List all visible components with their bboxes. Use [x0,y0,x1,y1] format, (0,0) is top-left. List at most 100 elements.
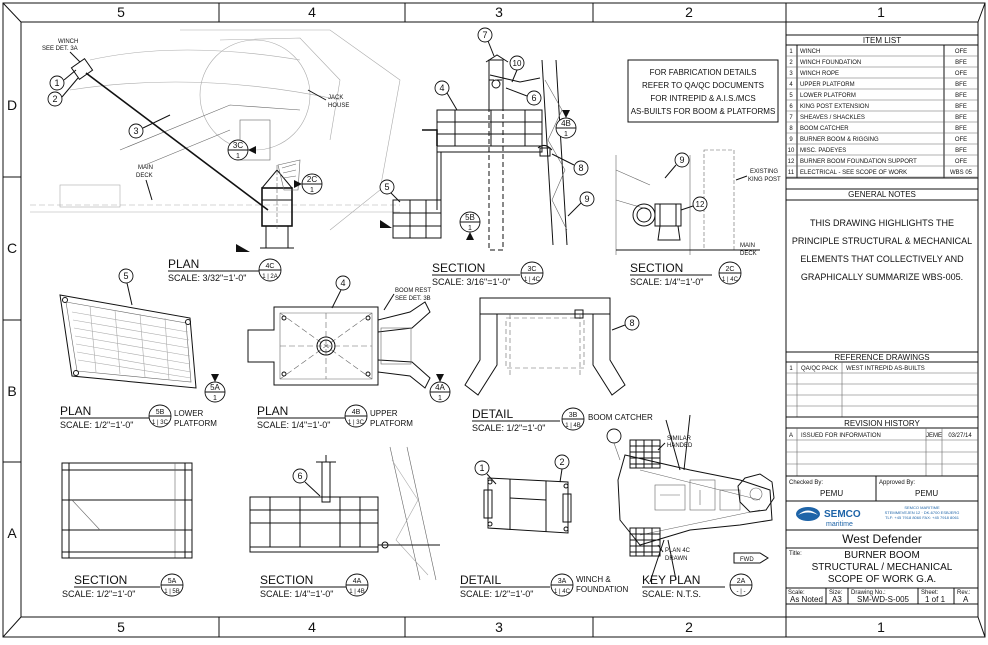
item-row-desc: WINCH FOUNDATION [800,60,861,66]
drawing-title-line: SCOPE OF WORK G.A. [828,574,936,585]
view-title-5b: PLAN SCALE: 1/2"=1'-0" 5B 1 | 3C LOWER P… [60,404,217,430]
item-row-code: BFE [955,126,967,132]
revision-row-rev: A [789,433,793,439]
view-5b-plan: 5 [59,268,197,389]
balloon-2-3a: 2 [559,457,564,467]
section-mark-5b-id: 5B [465,213,475,222]
balloon-9-2c: 9 [679,155,684,165]
company-name: SEMCO [824,509,861,520]
item-row-code: OFE [955,71,967,77]
view-3b-name-1: BOOM CATCHER [588,413,653,422]
balloon-6: 6 [531,93,536,103]
grid-col-bottom: 1 [877,619,885,635]
view-4b-title: PLAN [257,404,288,418]
view-5b-title: PLAN [60,404,91,418]
callout-deck-2c: DECK [740,251,757,257]
company-address-1: SEMCO MARITIME [904,505,940,510]
view-4b-plan [247,301,431,389]
view-3a-ref: 1 | 4C [554,589,571,595]
view-title-4c: PLAN SCALE: 3/32"=1'-0" 4C 1 | 2A [168,257,282,283]
general-notes-title: GENERAL NOTES [848,190,916,199]
rev-label: Rev.: [957,590,971,596]
grid-col-top: 5 [117,4,125,20]
general-notes-line: THIS DRAWING HIGHLIGHTS THE [810,218,954,228]
callout-existing: EXISTING [750,169,778,175]
scale-label: Scale: [788,590,805,596]
sheet-value: 1 of 1 [925,595,946,604]
section-mark-4a-id: 4A [435,383,445,392]
item-row-no: 6 [789,104,793,110]
item-row-code: OFE [955,137,967,143]
item-row-desc: KING POST EXTENSION [800,104,869,110]
section-mark-4b-id: 4B [561,119,571,128]
view-3a-detail: 1 2 [474,454,572,534]
fabrication-note: FOR FABRICATION DETAILS REFER TO QA/QC D… [627,59,779,123]
view-4a-section: 6 [249,446,440,581]
view-2c-ref: 1 | 4C [722,277,739,283]
view-title-2a: KEY PLAN SCALE: N.T.S. 2A - | - [642,573,753,599]
view-2a-scale: SCALE: N.T.S. [642,589,701,599]
callout-fwd: FWD [740,557,754,563]
item-row-desc: BURNER BOOM & RIGGING [800,137,879,143]
grid-col-bottom: 4 [308,619,316,635]
revision-history-title: REVISION HISTORY [844,419,920,428]
section-mark-2c-n: 1 [310,187,314,194]
drawing-no-value: SM-WD-S-005 [857,595,910,604]
view-3a-scale: SCALE: 1/2"=1'-0" [460,589,533,599]
view-3a-name-2: FOUNDATION [576,585,629,594]
item-row-no: 8 [789,126,793,132]
view-3b-scale: SCALE: 1/2"=1'-0" [472,423,545,433]
view-4b-scale: SCALE: 1/4"=1'-0" [257,420,330,430]
view-title-3c: SECTION SCALE: 3/16"=1'-0" 3C 1 | 4C [432,261,544,287]
item-row-no: 10 [788,148,795,154]
view-4b-name-2: PLATFORM [370,419,413,428]
view-5a-title: SECTION [74,573,127,587]
approved-by-label: Approved By: [879,480,915,486]
drawing-title-line: BURNER BOOM [844,550,920,561]
view-4c-scale: SCALE: 3/32"=1'-0" [168,273,246,283]
view-title-4b: PLAN SCALE: 1/4"=1'-0" 4B 1 | 3C UPPER P… [257,404,413,430]
grid-row-label: D [7,97,17,113]
item-row-desc: BURNER BOOM FOUNDATION SUPPORT [800,159,917,165]
item-row-code: OFE [955,159,967,165]
section-mark-5a-n: 1 [213,395,217,402]
revision-history-table: REVISION HISTORY A ISSUED FOR INFORMATIO… [786,416,978,476]
section-mark-5a-id: 5A [210,383,220,392]
view-title-2c: SECTION SCALE: 1/4"=1'-0" 2C 1 | 4C [630,261,742,287]
grid-col-bottom: 5 [117,619,125,635]
section-mark-5b-n: 1 [468,225,472,232]
balloon-group-3c: 4 7 10 6 5 8 9 [379,27,595,217]
item-row-code: BFE [955,148,967,154]
balloon-group-4c: 1 2 3 [47,69,171,139]
view-3a-title: DETAIL [460,573,501,587]
view-4b-ref: 1 | 3C [348,420,365,426]
view-3c-id: 3C [528,266,537,273]
drawing-no-label: Drawing No.: [851,590,886,596]
view-4b-id: 4B [352,409,361,416]
balloon-3: 3 [133,126,138,136]
item-row-desc: LOWER PLATFORM [800,93,856,99]
approved-by-value: PEMU [915,489,938,498]
fabrication-note-line: FOR INTREPID & A.I.S./MCS [650,94,755,103]
section-mark-2c: 2C 1 [294,173,323,195]
callout-main: MAIN [138,165,153,171]
view-4a-ref: 1 | 4B [349,589,365,595]
item-row-no: 5 [789,93,793,99]
callout-winch-label: WINCH [58,39,78,45]
company-sub: maritime [826,521,853,528]
balloon-1-3a: 1 [479,463,484,473]
view-4a-title: SECTION [260,573,313,587]
item-row-desc: SHEAVES / SHACKLES [800,115,865,121]
grid-row-label: A [7,525,17,541]
section-mark-4a-n: 1 [438,395,442,402]
view-3a-id: 3A [558,578,567,585]
balloon-2: 2 [52,94,57,104]
semco-logo: SEMCO maritime [796,507,861,528]
callout-jack: JACK [328,95,343,101]
item-row-desc: WINCH ROPE [800,71,839,77]
reference-row-desc: WEST INTREPID AS-BUILTS [846,366,925,372]
callout-king-post: KING POST [748,177,781,183]
view-3c-section [380,54,568,251]
section-mark-4a: 4A 1 [429,374,451,403]
item-row-desc: ELECTRICAL - SEE SCOPE OF WORK [800,170,907,176]
